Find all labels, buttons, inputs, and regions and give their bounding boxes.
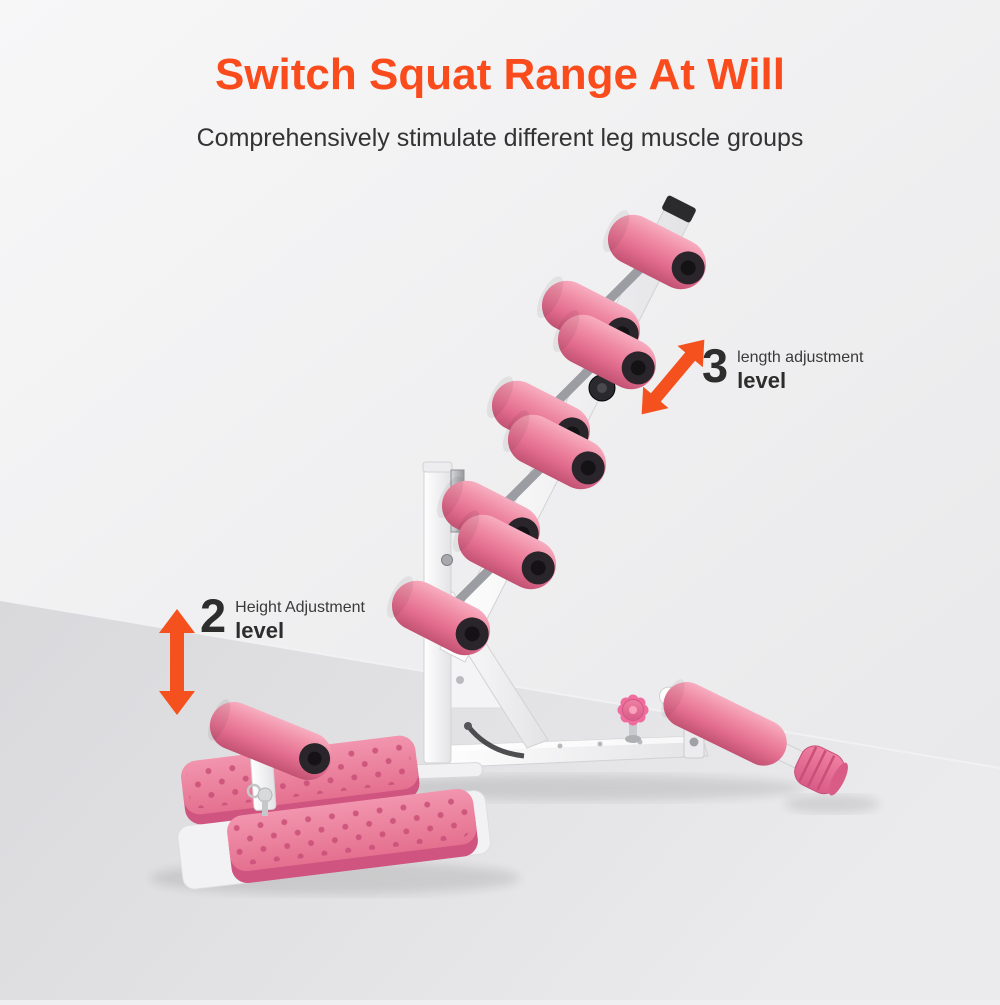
length-adjustment-value: 3: [702, 339, 729, 392]
height-adjustment-value: 2: [200, 589, 227, 642]
squat-machine: [177, 195, 848, 890]
rear-foam-grip: [663, 681, 787, 766]
height-adjustment-arrow-icon: [159, 609, 195, 715]
foam-rollers: [386, 210, 707, 656]
height-adjustment-label: Height Adjustment: [235, 599, 365, 616]
foot-pedal: [227, 788, 478, 883]
strap: [464, 722, 525, 759]
length-adjustment-unit: level: [737, 367, 787, 393]
length-adjustment-label: length adjustment: [737, 349, 864, 366]
foam-roller: [602, 210, 707, 290]
rear-stabilizer: [658, 679, 848, 796]
foam-roller: [552, 310, 657, 390]
foot-pedals: [177, 699, 492, 890]
pull-pin: [257, 787, 273, 803]
foam-roller: [452, 510, 557, 590]
length-adjustment-annotation: 3 length adjustment level: [702, 339, 864, 393]
beam-top-cap: [662, 195, 696, 223]
floor: [0, 600, 1000, 1000]
length-adjustment-arrow-icon: [641, 339, 705, 415]
foam-roller: [386, 576, 491, 656]
height-adjustment-unit: level: [235, 617, 285, 643]
page-subtitle: Comprehensively stimulate different leg …: [196, 124, 804, 152]
adjustment-knob: [617, 694, 649, 743]
height-adjustment-annotation: 2 Height Adjustment level: [200, 589, 365, 643]
foam-roller: [502, 410, 607, 490]
page-title: Switch Squat Range At Will: [214, 50, 785, 99]
front-foam-roller: [207, 699, 333, 780]
